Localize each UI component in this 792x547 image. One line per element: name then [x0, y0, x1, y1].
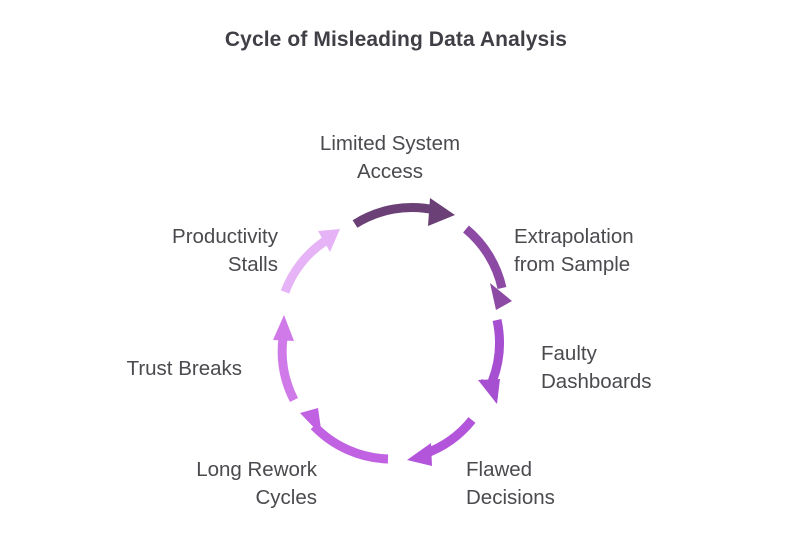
cycle-node-extrapolation-from-sample[interactable]: Extrapolation from Sample — [514, 225, 634, 277]
arrow-faulty-dashboards-to-flawed-decisions — [478, 319, 504, 404]
arrow-flawed-decisions-to-long-rework-cycles — [407, 417, 476, 466]
cycle-node-trust-breaks[interactable]: Trust Breaks — [126, 357, 242, 380]
cycle-node-flawed-decisions[interactable]: Flawed Decisions — [466, 458, 555, 510]
cycle-node-faulty-dashboards[interactable]: Faulty Dashboards — [541, 342, 652, 394]
arrow-long-rework-cycles-to-trust-breaks — [300, 408, 389, 464]
page-title: Cycle of Misleading Data Analysis — [224, 28, 568, 51]
arrow-extrapolation-to-faulty-dashboards — [463, 225, 512, 310]
arrow-trust-breaks-to-productivity-stalls — [273, 315, 299, 403]
cycle-node-long-rework-cycles[interactable]: Long Rework Cycles — [196, 458, 317, 510]
cycle-node-productivity-stalls[interactable]: Productivity Stalls — [172, 225, 278, 277]
cycle-node-limited-system-access[interactable]: Limited System Access — [319, 132, 461, 184]
arrow-limited-system-access-to-extrapolation — [352, 198, 455, 228]
arrow-productivity-stalls-to-limited-system-access — [280, 229, 340, 294]
